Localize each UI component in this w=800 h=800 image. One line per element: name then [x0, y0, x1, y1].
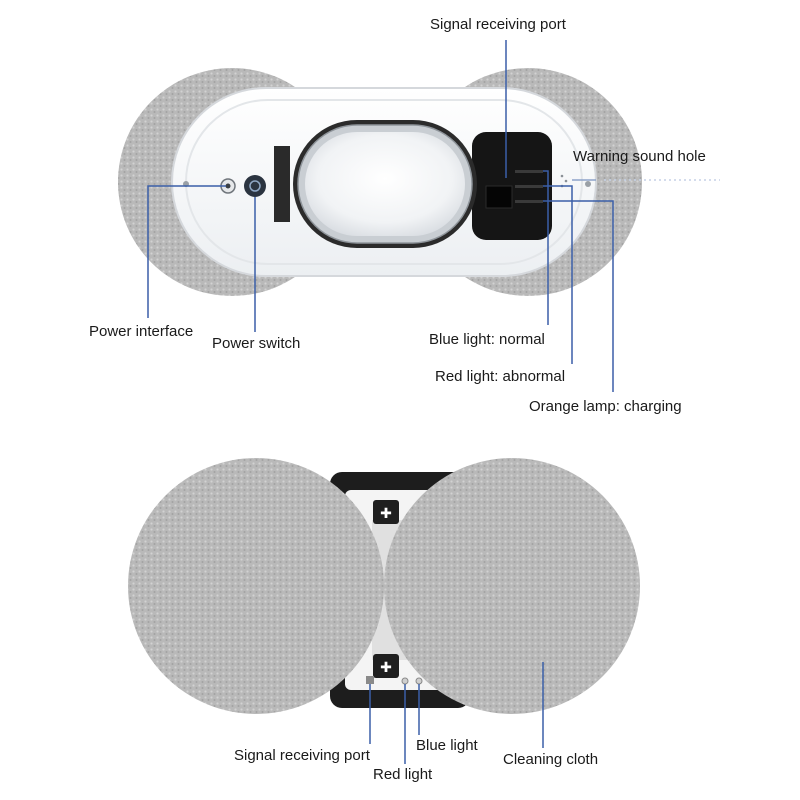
- label-power-interface: Power interface: [89, 323, 194, 340]
- leader-orange-lamp: [543, 200, 614, 392]
- left-pad-bottom: [128, 458, 384, 714]
- indicator-1: [515, 170, 543, 173]
- bottom-blue-light: [415, 677, 423, 685]
- screw-top-icon: ✚: [380, 506, 392, 522]
- label-power-switch: Power switch: [212, 335, 301, 352]
- label-blue-light-normal: Blue light: normal: [429, 331, 545, 348]
- leader-blue-light: [543, 170, 549, 325]
- label-bottom-blue-light: Blue light: [416, 737, 478, 754]
- bottom-leader-lines: [369, 662, 544, 764]
- power-interface-core: [225, 183, 231, 189]
- bottom-red-light: [401, 677, 409, 685]
- power-switch-ring: [249, 180, 261, 192]
- label-bottom-signal-port: Signal receiving port: [234, 747, 370, 764]
- label-red-light-abnormal: Red light: abnormal: [435, 368, 566, 385]
- label-cleaning-cloth: Cleaning cloth: [503, 751, 599, 768]
- right-pad-bottom: [384, 458, 640, 714]
- power-switch-button: [244, 175, 266, 197]
- sensor-window: [485, 185, 513, 209]
- lens-glass: [305, 132, 465, 236]
- screw-bottom-mount: [373, 654, 399, 678]
- label-sticker: [274, 146, 290, 222]
- side-dot-right: [585, 181, 591, 187]
- label-signal-port-top: Signal receiving port: [430, 16, 566, 33]
- top-leader-lines: [147, 40, 720, 392]
- top-view: [118, 68, 642, 296]
- sound-hole-dot-2: [564, 179, 568, 183]
- leader-power-interface: [147, 185, 226, 318]
- label-orange-lamp-charging: Orange lamp: charging: [529, 398, 682, 415]
- bottom-view: ✚ ✚: [128, 458, 640, 714]
- label-warning-hole: Warning sound hole: [573, 148, 706, 165]
- indicator-3: [515, 200, 543, 203]
- leader-red-light: [543, 185, 573, 364]
- label-bottom-red-light: Red light: [373, 766, 433, 783]
- screw-top-mount: [373, 500, 399, 524]
- indicator-2: [515, 185, 543, 188]
- sound-hole-dot-1: [560, 174, 564, 178]
- screw-bottom-icon: ✚: [380, 660, 392, 676]
- bottom-signal-port: [366, 676, 374, 684]
